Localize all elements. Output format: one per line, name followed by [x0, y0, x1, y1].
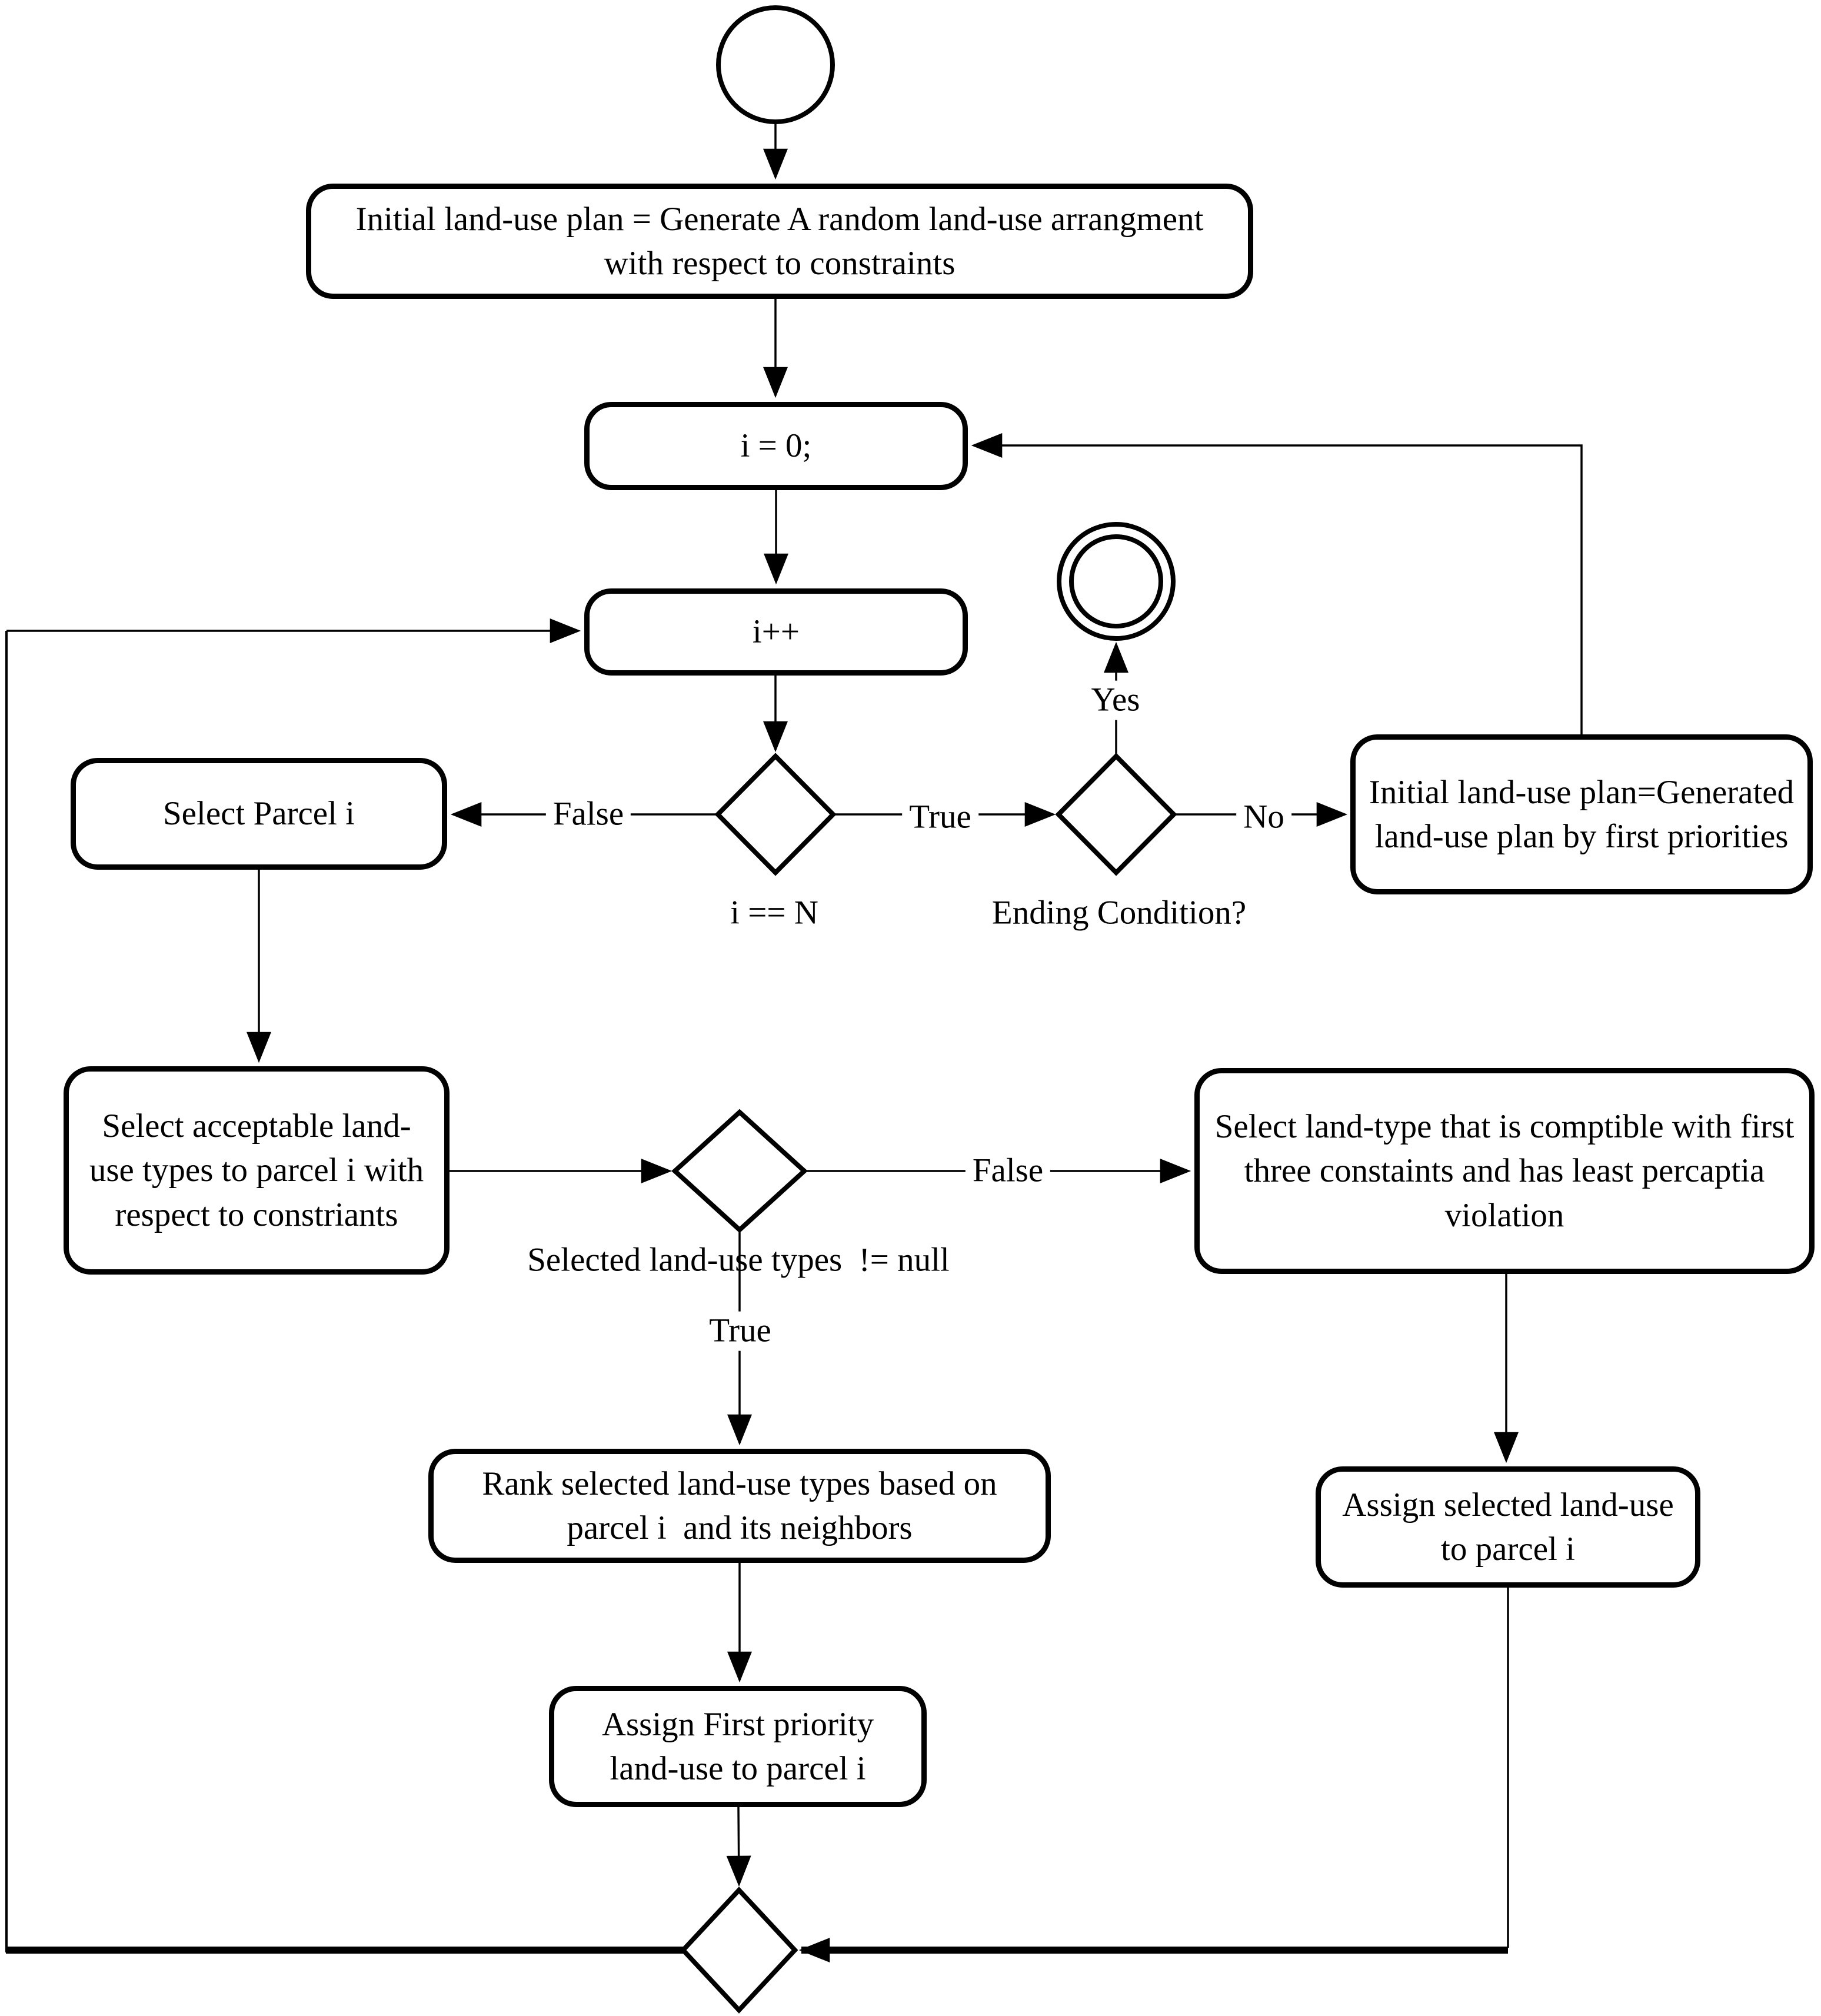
activity-select-parcel: Select Parcel i: [71, 758, 447, 870]
activity-initial-plan: Initial land-use plan = Generate A rando…: [306, 184, 1253, 299]
edge-assign-first-to-merge: [726, 1807, 751, 1887]
decision-ending-condition-diamond: [1055, 753, 1177, 876]
decision-types-not-null-diamond: [671, 1109, 808, 1233]
activity-i-zero: i = 0;: [584, 402, 968, 490]
activity-assign-selected: Assign selected land-use to parcel i: [1316, 1466, 1700, 1588]
decision-label-i-equals-n: i == N: [730, 894, 818, 932]
initial-state-icon: [716, 5, 835, 124]
decision-i-equals-n-diamond: [714, 753, 837, 876]
activity-i-increment: i++: [584, 588, 968, 676]
final-state-inner-icon: [1069, 534, 1163, 628]
edge-label-true-rank: True: [702, 1311, 778, 1351]
merge-diamond: [680, 1887, 798, 2014]
edge-label-false-landtype: False: [965, 1151, 1051, 1191]
activity-rank-types: Rank selected land-use types based on pa…: [428, 1449, 1051, 1563]
decision-label-ending-condition: Ending Condition?: [991, 894, 1247, 932]
edge-label-true-ending: True: [902, 797, 978, 837]
activity-regenerate-plan: Initial land-use plan=Generated land-use…: [1350, 734, 1813, 894]
edge-label-false-parcel: False: [545, 794, 631, 834]
activity-select-acceptable: Select acceptable land-use types to parc…: [64, 1066, 450, 1275]
decision-label-types-not-null: Selected land-use types != null: [527, 1241, 950, 1279]
activity-assign-first: Assign First priority land-use to parcel…: [549, 1686, 927, 1807]
activity-select-landtype: Select land-type that is comptible with …: [1194, 1068, 1815, 1274]
edge-label-no-regenerate: No: [1236, 797, 1291, 837]
edge-regenerate-plan-to-i-zero: [971, 433, 1583, 734]
edge-label-yes-end: Yes: [1084, 680, 1147, 720]
